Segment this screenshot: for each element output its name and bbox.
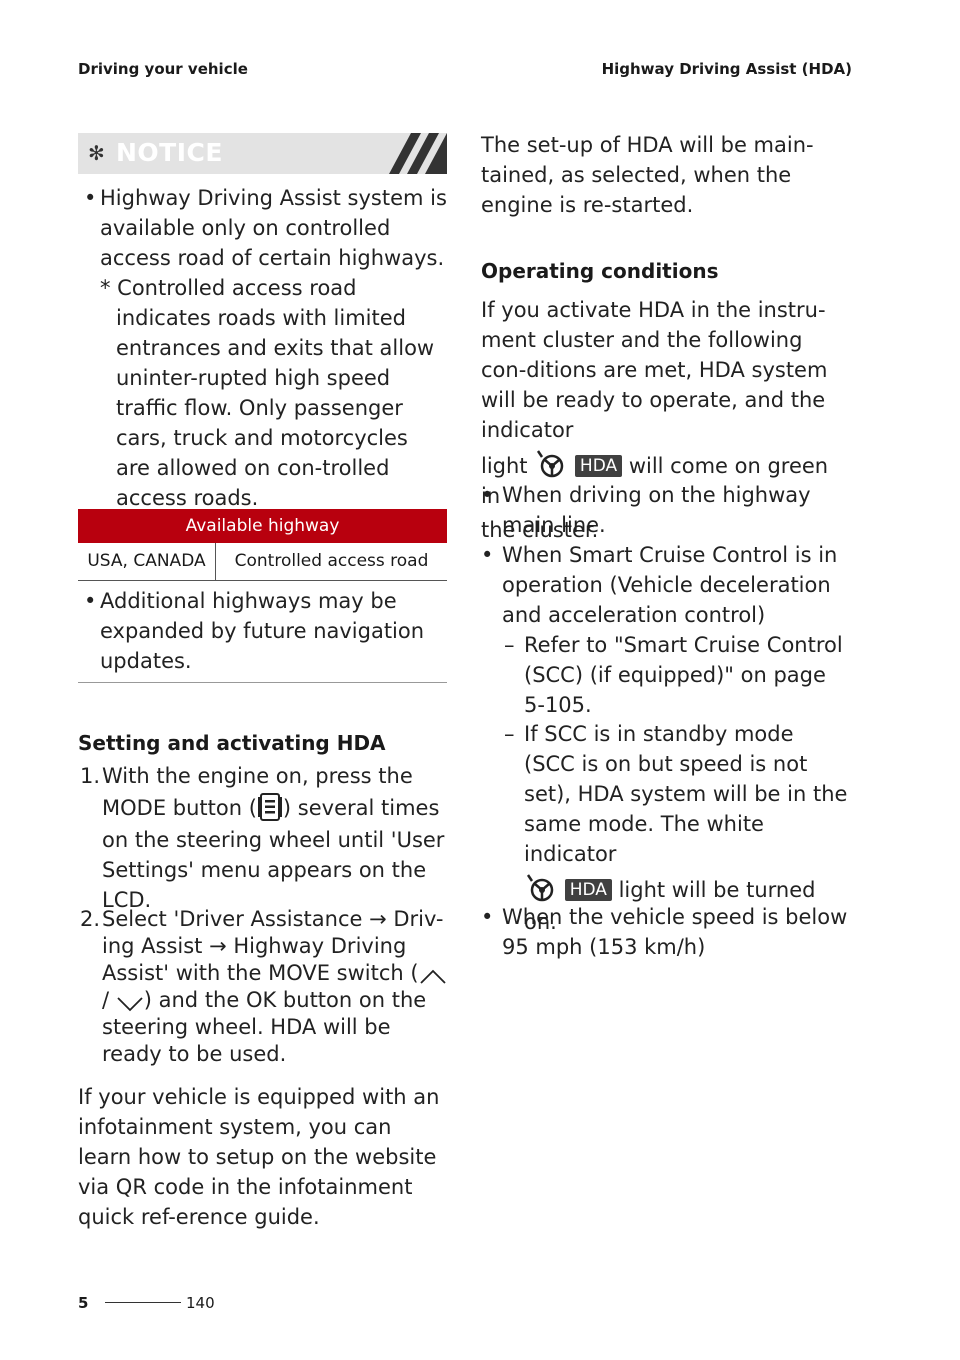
- notice-bullet-2-text: Additional highways may be expanded by f…: [100, 589, 425, 673]
- white-indicator-end: on.: [524, 910, 557, 934]
- step-1-line-c: on the steering wheel until 'User Settin…: [102, 828, 445, 912]
- table-cell-road: Controlled access road: [234, 551, 429, 571]
- notice-footnote-text: * Controlled access road indicates roads…: [100, 276, 435, 510]
- operating-paragraph-text: If you activate HDA in the instru-ment c…: [481, 298, 828, 442]
- step-1-line-b2: ) several times: [282, 796, 440, 820]
- footer-chapter-number: 5: [78, 1294, 89, 1312]
- mode-button-icon: [257, 793, 282, 821]
- footer-rule: [105, 1302, 181, 1303]
- hda-badge: HDA: [564, 879, 612, 901]
- running-header-section: Highway Driving Assist (HDA): [601, 60, 852, 78]
- step-1-line-b1: MODE button (: [102, 796, 257, 820]
- footer-page-number: 140: [186, 1294, 215, 1312]
- step-2-number: 2.: [80, 907, 101, 931]
- table-row: USA, CANADA Controlled access road: [78, 543, 447, 581]
- section-heading-setting: Setting and activating HDA: [78, 731, 386, 755]
- condition-bullet-1: • When driving on the highway main line.: [481, 480, 853, 540]
- condition-bullet-3: • When the vehicle speed is below 95 mph…: [481, 902, 853, 962]
- infotainment-paragraph: If your vehicle is equipped with an info…: [78, 1085, 440, 1229]
- condition-dash-2: – If SCC is in standby mode (SCC is on b…: [502, 719, 850, 937]
- section-heading-operating: Operating conditions: [481, 259, 719, 283]
- condition-bullet-1-text: When driving on the highway main line.: [502, 483, 811, 537]
- condition-bullet-2: • When Smart Cruise Control is in operat…: [481, 540, 853, 630]
- step-2-text-b: /: [102, 988, 110, 1012]
- notice-banner: ✻ NOTICE: [78, 133, 447, 174]
- step-1: 1. With the engine on, press the MODE bu…: [78, 761, 448, 915]
- operating-paragraph: If you activate HDA in the instru-ment c…: [481, 295, 853, 545]
- table-header: Available highway: [78, 509, 447, 543]
- condition-dash-1-text: Refer to "Smart Cruise Control (SCC) (if…: [524, 633, 843, 717]
- notice-bullet-2: • Additional highways may be expanded by…: [78, 586, 448, 676]
- step-2: 2. Select 'Driver Assistance → Driv-ing …: [78, 906, 448, 1068]
- condition-bullet-2-text: When Smart Cruise Control is in operatio…: [502, 543, 838, 627]
- notice-footnote: * Controlled access road indicates roads…: [100, 273, 445, 513]
- step-1-line-a: With the engine on, press the: [102, 764, 413, 788]
- notice-title: NOTICE: [116, 138, 223, 167]
- notice-bullet-1: • Highway Driving Assist system is avail…: [78, 183, 448, 273]
- stripes-icon: [389, 133, 447, 174]
- move-up-icon: [419, 969, 446, 984]
- condition-bullet-3-text: When the vehicle speed is below 95 mph (…: [502, 905, 848, 959]
- steering-wheel-hda-icon: [537, 450, 564, 478]
- notice-divider: [78, 682, 447, 683]
- move-down-icon: [117, 997, 143, 1012]
- running-header-chapter: Driving your vehicle: [78, 60, 248, 78]
- light-word: light: [481, 454, 528, 478]
- asterisk-icon: ✻: [88, 141, 105, 165]
- step-2-text-c: ) and the OK button on the steering whee…: [102, 988, 427, 1066]
- intro-paragraph: The set-up of HDA will be main-tained, a…: [481, 133, 814, 217]
- hda-badge: HDA: [574, 455, 623, 477]
- condition-dash-1: – Refer to "Smart Cruise Control (SCC) (…: [502, 630, 850, 720]
- white-indicator-tail: light will be turned: [618, 878, 816, 902]
- notice-bullet-1-text: Highway Driving Assist system is availab…: [100, 186, 447, 270]
- steering-wheel-hda-icon: [526, 874, 554, 902]
- light-end: the cluster.: [481, 518, 599, 542]
- condition-dash-2-text: If SCC is in standby mode (SCC is on but…: [524, 722, 848, 866]
- step-2-text-a: Select 'Driver Assistance → Driv-ing Ass…: [102, 907, 444, 985]
- table-cell-region: USA, CANADA: [78, 543, 216, 580]
- light-tail: will come on green in: [481, 454, 829, 508]
- step-1-number: 1.: [80, 764, 101, 788]
